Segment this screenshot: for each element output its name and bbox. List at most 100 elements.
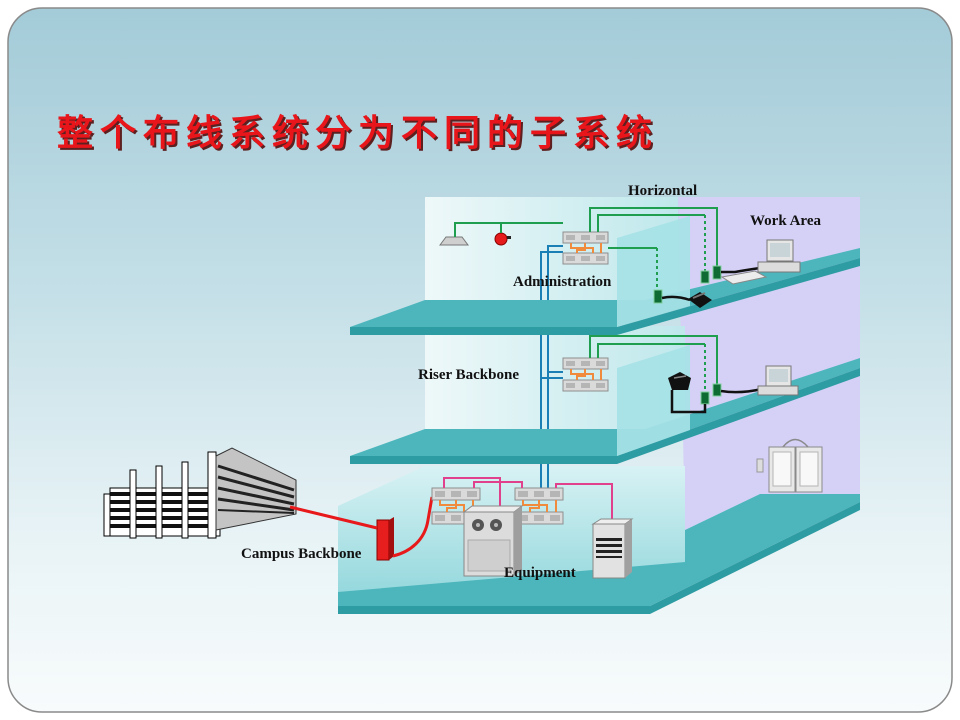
phone-handset bbox=[692, 292, 706, 299]
patch-port bbox=[566, 256, 575, 261]
horizontal-cable bbox=[597, 343, 705, 358]
ground-slab-top bbox=[338, 494, 860, 606]
building-window-band bbox=[110, 492, 220, 496]
building-tower bbox=[181, 461, 189, 539]
ceiling-lamp-icon bbox=[439, 236, 469, 246]
slide-title: 整个布线系统分为不同的子系统 bbox=[57, 113, 660, 154]
riser-backbone-cables bbox=[540, 245, 563, 500]
cross-connect bbox=[570, 243, 602, 253]
patch-port bbox=[550, 515, 560, 521]
outlet-icon bbox=[700, 270, 710, 284]
building-window-band bbox=[110, 500, 220, 504]
patch-port bbox=[451, 491, 461, 497]
outlet-icon bbox=[653, 289, 663, 304]
monitor-screen bbox=[769, 369, 788, 382]
computer-base bbox=[757, 261, 801, 273]
label-administration: Administration bbox=[513, 274, 612, 290]
floor3-slab-front bbox=[350, 258, 860, 335]
patch-port bbox=[581, 256, 590, 261]
patch-cord bbox=[670, 390, 707, 414]
floor2-horizontal-cables bbox=[589, 335, 718, 392]
floor3-slab bbox=[350, 248, 860, 335]
wall-entrance-box bbox=[376, 517, 394, 561]
patch-port bbox=[534, 515, 544, 521]
building-right-block bbox=[215, 447, 297, 531]
alarm-bracket bbox=[507, 236, 511, 239]
label-horizontal: Horizontal bbox=[628, 183, 697, 199]
patch-port bbox=[596, 235, 605, 240]
patch-port bbox=[566, 361, 575, 366]
label-equipment: Equipment bbox=[504, 565, 576, 581]
floor3-slab-top bbox=[350, 248, 860, 327]
building-right-stripe bbox=[217, 497, 295, 512]
telephone-icon bbox=[688, 292, 712, 308]
server-drive-bay bbox=[596, 550, 622, 553]
building-window-band bbox=[110, 516, 220, 520]
alarm-bell bbox=[494, 232, 508, 246]
door-side-panel bbox=[756, 458, 764, 473]
ground-slab bbox=[338, 494, 860, 614]
building-right-stripe bbox=[217, 464, 295, 492]
door-left-glass bbox=[772, 451, 792, 487]
fax-paper bbox=[673, 375, 687, 379]
patch-port bbox=[581, 383, 590, 388]
outlet-icon bbox=[712, 265, 722, 280]
building-window-band bbox=[110, 524, 220, 528]
ground-slab-front bbox=[338, 502, 860, 614]
riser-cable bbox=[547, 245, 563, 500]
patch-port bbox=[550, 491, 560, 497]
server-drive-bay bbox=[596, 556, 622, 558]
label-work-area: Work Area bbox=[750, 213, 821, 229]
server-side bbox=[625, 519, 632, 578]
building-right-stripe bbox=[217, 486, 295, 506]
floor3-partition bbox=[617, 216, 690, 327]
building-window-band bbox=[110, 508, 220, 512]
equipment-cable bbox=[443, 477, 501, 506]
patch-port bbox=[451, 515, 461, 521]
patch-port bbox=[596, 256, 605, 261]
patch-port bbox=[581, 235, 590, 240]
patch-cord bbox=[661, 295, 691, 302]
server-drive-bay bbox=[596, 538, 622, 541]
patch-port bbox=[435, 515, 445, 521]
monitor-screen bbox=[770, 243, 790, 257]
floor2-partition bbox=[617, 345, 690, 456]
patch-port bbox=[518, 515, 528, 521]
campus-cable bbox=[392, 496, 434, 558]
horizontal-cable bbox=[589, 335, 718, 384]
floor3-horizontal-cables bbox=[454, 207, 718, 290]
floor2-slab bbox=[350, 358, 860, 464]
cross-connect bbox=[570, 369, 602, 380]
campus-cable bbox=[289, 505, 378, 530]
horizontal-cable bbox=[454, 222, 563, 237]
equipment-cables bbox=[443, 477, 613, 520]
building-right-stripe bbox=[217, 475, 295, 499]
cabinet-top bbox=[462, 505, 524, 513]
horizontal-cable bbox=[589, 207, 718, 266]
door-right-glass bbox=[799, 451, 819, 487]
campus-backbone-cables bbox=[289, 496, 434, 558]
patch-port bbox=[566, 235, 575, 240]
patch-port bbox=[518, 491, 528, 497]
phone-body bbox=[688, 292, 712, 308]
floor2-slab-top bbox=[350, 358, 860, 456]
fax-icon bbox=[668, 372, 691, 390]
cabinet-side bbox=[514, 506, 522, 576]
server-drive-bay bbox=[596, 544, 622, 547]
outlet-icon bbox=[712, 383, 722, 397]
building-tower bbox=[129, 469, 137, 539]
equipment-cabinet bbox=[462, 505, 524, 577]
fan-hub bbox=[494, 523, 498, 527]
patch-port bbox=[596, 383, 605, 388]
equipment-cable bbox=[555, 483, 613, 520]
outlet-icon bbox=[700, 391, 710, 405]
patch-panel-floor3 bbox=[562, 231, 609, 265]
patch-panel-floor2 bbox=[562, 357, 609, 392]
campus-building bbox=[103, 447, 297, 539]
riser-cable bbox=[540, 251, 563, 500]
building-tower bbox=[155, 465, 163, 539]
building-tower bbox=[207, 451, 217, 539]
server-tower-icon bbox=[591, 518, 634, 579]
patch-port bbox=[534, 491, 544, 497]
